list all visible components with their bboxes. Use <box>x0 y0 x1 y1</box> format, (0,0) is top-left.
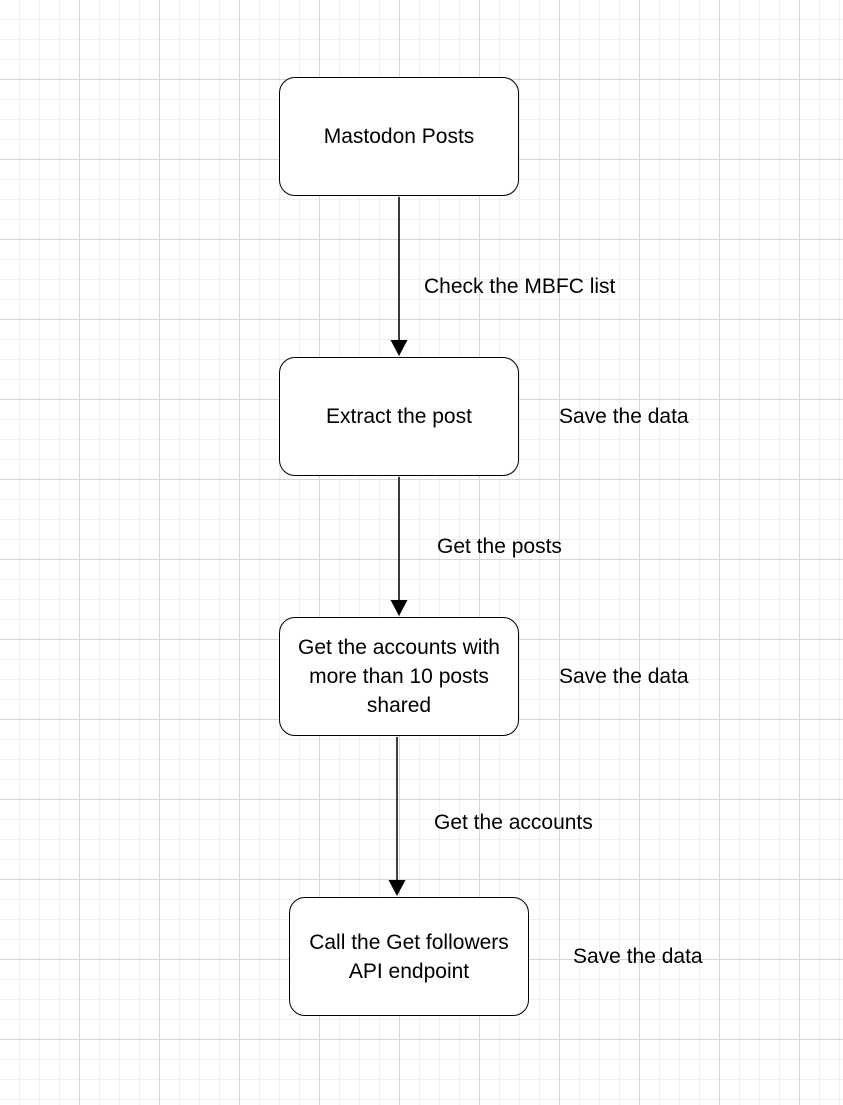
edge-label-check-mbfc: Check the MBFC list <box>424 275 616 298</box>
node-label: Call the Get followers API endpoint <box>309 930 509 983</box>
node-get-accounts[interactable]: Get the accounts with more than 10 posts… <box>279 617 519 736</box>
edge-arrow-3 <box>388 737 406 896</box>
edge-label-get-posts: Get the posts <box>437 535 562 558</box>
side-note-save-data: Save the data <box>573 945 703 968</box>
node-label: Extract the post <box>326 405 472 428</box>
node-mastodon-posts[interactable]: Mastodon Posts <box>279 77 519 196</box>
node-label: Mastodon Posts <box>323 125 475 148</box>
edge-arrow-2 <box>390 477 408 616</box>
node-call-followers-api[interactable]: Call the Get followers API endpoint <box>289 897 529 1016</box>
side-note-save-data: Save the data <box>559 665 689 688</box>
node-label: Get the accounts with more than 10 posts… <box>298 636 500 717</box>
edge-label-get-accounts: Get the accounts <box>434 811 593 834</box>
side-note-save-data: Save the data <box>559 405 689 428</box>
node-extract-post[interactable]: Extract the post <box>279 357 519 476</box>
edge-arrow-1 <box>390 197 408 356</box>
